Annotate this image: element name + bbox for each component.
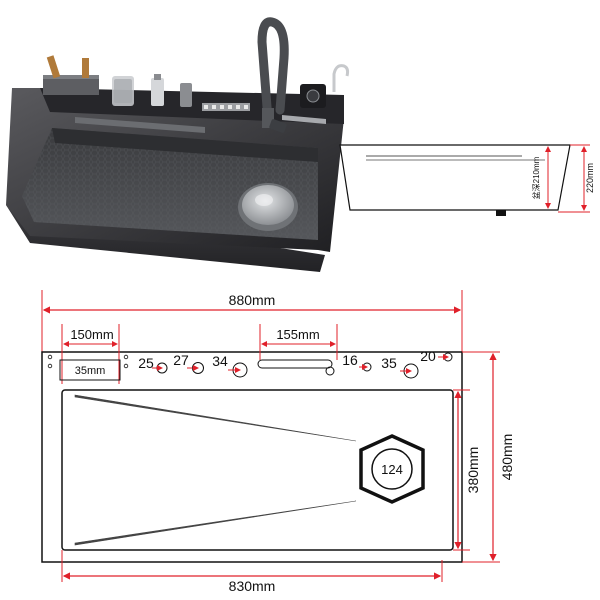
waterfall-trough [257, 359, 333, 369]
mount-hole [123, 354, 129, 360]
hole-label: 16 [342, 352, 358, 368]
side-view: 盆深210mm 220mm [339, 144, 595, 216]
trough-width-label: 155mm [276, 327, 319, 342]
knife-holder-icon [43, 55, 99, 95]
bowl-depth-label: 盆深210mm [531, 156, 541, 199]
hole-label: 20 [420, 348, 436, 364]
drain-icon: 124 [359, 434, 425, 504]
basin-width-label: 830mm [229, 578, 276, 594]
overall-width-label: 880mm [229, 292, 276, 308]
faucet-icon [257, 17, 289, 133]
sink-outline [41, 351, 463, 563]
tap-hole: 34 [212, 353, 248, 378]
hole-label: 27 [173, 352, 189, 368]
slope-line-lower [74, 500, 357, 546]
product-photo [6, 17, 350, 272]
mount-hole [47, 354, 53, 360]
side-view-outline [339, 144, 571, 211]
tap-hole: 35 [381, 355, 419, 379]
pull-out-tap-icon [332, 64, 350, 92]
knife-slot-label: 35mm [75, 365, 106, 377]
overall-depth-label: 480mm [499, 434, 515, 481]
side-view-drain [496, 210, 506, 216]
basin-back-wall [52, 128, 318, 162]
knife-slot-width-label: 150mm [70, 327, 113, 342]
knife-slot [59, 359, 121, 381]
hole-label: 25 [138, 355, 154, 371]
tap-hole: 20 [420, 348, 453, 364]
mount-hole [123, 363, 129, 369]
basin-depth-label: 380mm [465, 447, 481, 494]
soap-dispenser-icon [151, 74, 192, 107]
tap-hole: 27 [173, 352, 204, 374]
slope-line-upper [74, 394, 357, 442]
basin-outline [61, 389, 454, 551]
drain-diameter-label: 124 [381, 462, 403, 477]
hole-label: 34 [212, 353, 228, 369]
display-panel-icon [300, 84, 326, 108]
mount-hole [47, 363, 53, 369]
hole-label: 35 [381, 355, 397, 371]
drain-strainer-icon [238, 183, 298, 231]
top-view: 880mm 150mm 35mm 155mm 25 27 [41, 290, 515, 594]
control-buttons [202, 103, 250, 111]
tap-hole: 16 [342, 352, 372, 372]
overall-height-label: 220mm [585, 163, 595, 193]
waterfall-spout-icon [75, 115, 326, 133]
cup-icon [112, 76, 134, 106]
tap-hole: 25 [138, 355, 168, 374]
